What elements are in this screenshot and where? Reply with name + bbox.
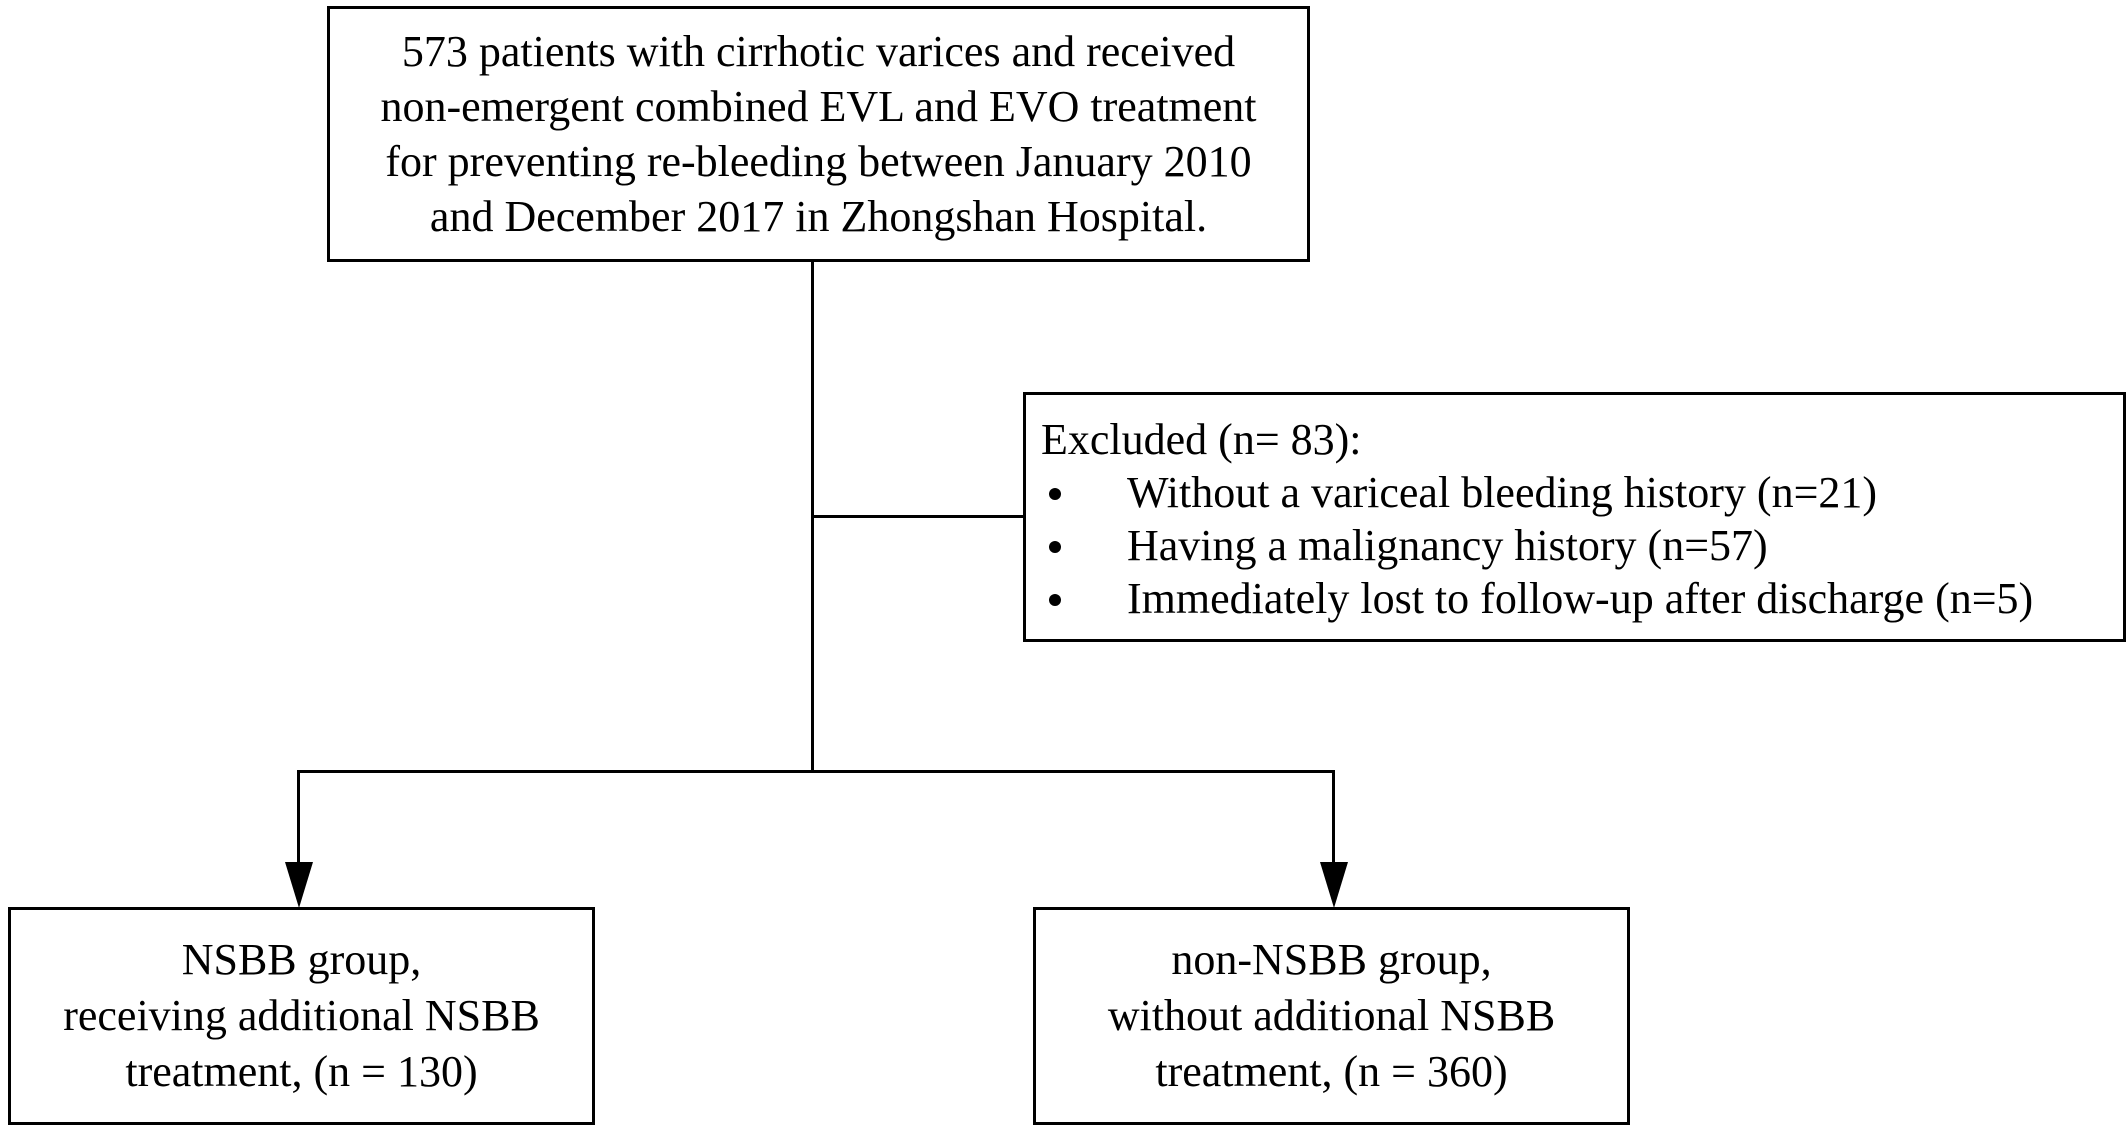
nsbb-box-line-2: receiving additional NSBB xyxy=(63,991,540,1040)
top-box-line-1: 573 patients with cirrhotic varices and … xyxy=(401,27,1236,76)
non-nsbb-box-line-3: treatment, (n = 360) xyxy=(1155,1047,1508,1096)
excluded-item: Having a malignancy history (n=57) xyxy=(1041,519,2123,572)
excluded-item: Immediately lost to follow-up after disc… xyxy=(1041,572,2123,625)
excluded-item-text: Without a variceal bleeding history (n=2… xyxy=(1127,468,1878,517)
excluded-item: Without a variceal bleeding history (n=2… xyxy=(1041,466,2123,519)
nsbb-box-line-3: treatment, (n = 130) xyxy=(125,1047,478,1096)
excluded-header: Excluded (n= 83): xyxy=(1041,415,1362,464)
top-box-line-2: non-emergent combined EVL and EVO treatm… xyxy=(380,82,1257,131)
non-nsbb-box-line-1: non-NSBB group, xyxy=(1171,935,1492,984)
connector-left-drop xyxy=(297,770,300,864)
box-enrolled-patients: 573 patients with cirrhotic varices and … xyxy=(327,6,1310,262)
arrowhead-left xyxy=(285,862,313,908)
excluded-item-text: Having a malignancy history (n=57) xyxy=(1127,521,1768,570)
excluded-item-text: Immediately lost to follow-up after disc… xyxy=(1127,574,2034,623)
top-box-line-3: for preventing re-bleeding between Janua… xyxy=(385,137,1252,186)
connector-to-excluded xyxy=(811,515,1023,518)
arrowhead-right xyxy=(1320,862,1348,908)
box-non-nsbb-group: non-NSBB group, without additional NSBB … xyxy=(1033,907,1630,1125)
nsbb-box-line-1: NSBB group, xyxy=(181,935,422,984)
bullet-icon xyxy=(1049,594,1061,606)
connector-right-drop xyxy=(1332,770,1335,864)
box-excluded: Excluded (n= 83): Without a variceal ble… xyxy=(1023,392,2126,642)
bullet-icon xyxy=(1049,541,1061,553)
connector-split-horizontal xyxy=(297,770,1335,773)
box-nsbb-group: NSBB group, receiving additional NSBB tr… xyxy=(8,907,595,1125)
bullet-icon xyxy=(1049,488,1061,500)
excluded-list: Without a variceal bleeding history (n=2… xyxy=(1041,466,2123,625)
non-nsbb-box-line-2: without additional NSBB xyxy=(1107,991,1556,1040)
top-box-line-4: and December 2017 in Zhongshan Hospital. xyxy=(429,192,1208,241)
